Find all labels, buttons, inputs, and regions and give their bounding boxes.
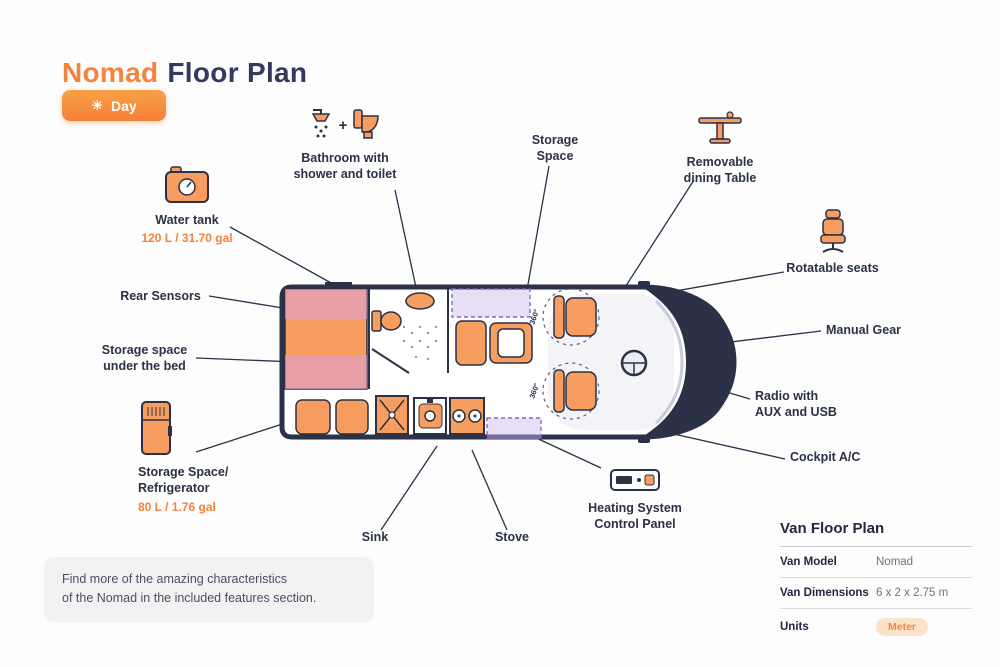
connector-water-tank xyxy=(229,226,334,285)
water-tank-icon xyxy=(165,166,209,203)
van-dimensions-value: 6 x 2 x 2.75 m xyxy=(876,587,949,599)
wardrobe-unit xyxy=(375,395,409,435)
bathroom-sink xyxy=(405,292,435,310)
van-dimensions-row: Van Dimensions 6 x 2 x 2.75 m xyxy=(780,578,972,609)
callout-rotatable-seats: Rotatable seats xyxy=(775,208,890,276)
day-toggle-button[interactable]: ☀ Day xyxy=(62,90,166,121)
shower-icon xyxy=(311,109,330,138)
units-row: Units Meter xyxy=(780,609,972,645)
table-icon xyxy=(698,111,742,144)
side-mirror-top xyxy=(638,281,650,289)
van-info-panel: Van Floor Plan Van Model Nomad Van Dimen… xyxy=(780,520,972,645)
fridge-value: 80 L / 1.76 gal xyxy=(138,499,216,514)
callout-bathroom: + Bathroom with shower and toilet xyxy=(265,106,425,183)
storage-space-highlight xyxy=(451,288,531,318)
dining-table-label: Removable dining Table xyxy=(683,155,757,186)
connector-stove xyxy=(471,449,508,531)
bed-cushion-right xyxy=(335,399,369,435)
van-floor-plan-diagram: 360° 360° xyxy=(279,281,737,443)
connector-rear-sensors xyxy=(208,295,284,309)
side-mirror-bottom xyxy=(638,435,650,443)
van-info-heading: Van Floor Plan xyxy=(780,520,972,547)
callout-fridge: Storage Space/ Refrigerator 80 L / 1.76 … xyxy=(138,400,258,514)
seat-icon xyxy=(819,209,846,253)
plus-icon: + xyxy=(338,116,348,134)
heating-label: Heating System Control Panel xyxy=(588,501,682,532)
callout-storage-space: Storage Space xyxy=(505,132,605,165)
units-label: Units xyxy=(780,621,809,633)
features-note: Find more of the amazing characteristics… xyxy=(44,557,374,622)
bathroom xyxy=(368,289,449,389)
bed-storage-highlight-bottom xyxy=(285,355,367,389)
rotatable-seats-label: Rotatable seats xyxy=(786,261,879,275)
water-tank-label: Water tank xyxy=(155,213,219,227)
toilet-icon xyxy=(353,109,380,139)
heating-panel-highlight xyxy=(486,417,542,440)
dinette xyxy=(455,320,533,366)
bed-cushion-left xyxy=(295,399,331,435)
cab-seat-1 xyxy=(553,295,597,339)
van-model-value: Nomad xyxy=(876,556,914,568)
van-model-row: Van Model Nomad xyxy=(780,547,972,578)
storage-space-label: Storage Space xyxy=(531,133,579,164)
manual-gear-label: Manual Gear xyxy=(826,323,902,337)
bathroom-wall xyxy=(371,348,410,374)
callout-manual-gear: Manual Gear xyxy=(826,322,916,338)
dining-table xyxy=(497,328,525,358)
water-tank-value: 120 L / 31.70 gal xyxy=(141,231,233,246)
cockpit-ac-label: Cockpit A/C xyxy=(790,450,861,464)
callout-sink: Sink xyxy=(345,529,405,545)
units-badge[interactable]: Meter xyxy=(876,618,929,636)
van-dimensions-label: Van Dimensions xyxy=(780,587,869,599)
stove-label: Stove xyxy=(494,530,530,544)
bed-storage-highlight-top xyxy=(285,289,367,319)
sun-icon: ☀ xyxy=(91,98,103,113)
callout-cockpit-ac: Cockpit A/C xyxy=(790,449,880,465)
callout-rear-sensors: Rear Sensors xyxy=(113,288,208,304)
steering-wheel xyxy=(620,349,648,377)
hood xyxy=(642,287,734,437)
van-model-label: Van Model xyxy=(780,556,837,568)
callout-heating: Heating System Control Panel xyxy=(575,466,695,533)
water-tank-marker xyxy=(325,282,352,289)
page-title-accent: Nomad xyxy=(62,56,159,88)
sink-label: Sink xyxy=(361,530,389,544)
callout-radio: Radio with AUX and USB xyxy=(755,388,860,421)
bathroom-label: Bathroom with shower and toilet xyxy=(293,151,397,182)
radio-label: Radio with AUX and USB xyxy=(755,389,837,420)
shower-floor-dots xyxy=(402,325,438,361)
toilet xyxy=(371,310,402,332)
callout-dining-table: Removable dining Table xyxy=(655,110,785,187)
connector-sink xyxy=(380,445,438,531)
stove-unit xyxy=(449,397,485,435)
rear-sensors-label: Rear Sensors xyxy=(120,289,201,303)
fridge-icon xyxy=(141,401,172,455)
storage-under-bed-label: Storage space under the bed xyxy=(101,343,188,374)
callout-stove: Stove xyxy=(482,529,542,545)
cab-seat-2 xyxy=(553,369,597,413)
fridge-label: Storage Space/ Refrigerator xyxy=(138,465,229,496)
bed xyxy=(284,288,368,390)
heating-control-icon xyxy=(610,469,660,491)
page-title-rest: Floor Plan xyxy=(167,56,308,88)
kitchen-sink-unit xyxy=(413,397,447,435)
dashboard-arc xyxy=(654,299,684,425)
connector-dining-table xyxy=(621,179,695,293)
callout-water-tank: Water tank 120 L / 31.70 gal xyxy=(132,164,242,245)
day-toggle-label: Day xyxy=(110,97,137,114)
callout-storage-under-bed: Storage space under the bed xyxy=(92,342,197,375)
